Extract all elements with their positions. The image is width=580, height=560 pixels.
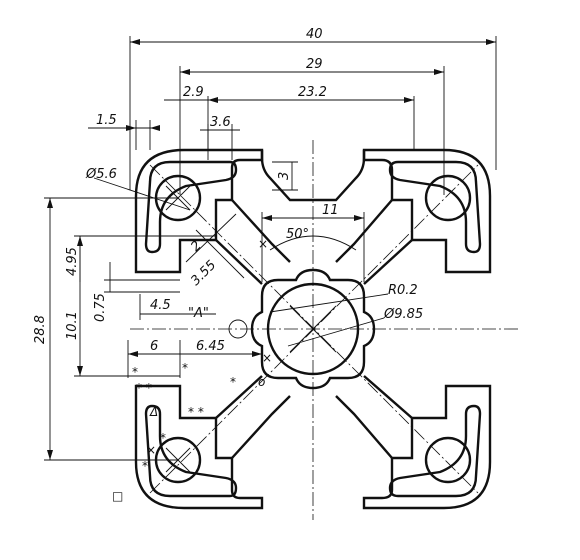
star-mark: * <box>230 375 236 389</box>
dimension-labels: 40 29 23.2 2.9 1.5 3.6 3 11 50° 2 3.55 4… <box>33 27 423 354</box>
dim-slot-half-width: 6.45 <box>196 339 225 354</box>
dim-slot-inset: 2.9 <box>183 85 204 100</box>
dim-core-width: 11 <box>322 203 339 218</box>
double-star-mark: * * <box>188 405 204 419</box>
center-lines <box>130 140 520 520</box>
star-mark: * <box>160 431 166 445</box>
star-mark: * <box>142 459 148 473</box>
dim-slot-height: 10.1 <box>65 311 80 340</box>
dim-corner-hole: Ø5.6 <box>85 167 117 182</box>
dim-fillet: R0.2 <box>388 283 418 298</box>
star-mark: * <box>132 365 138 379</box>
dim-diag-gap: 3.55 <box>188 258 219 289</box>
dim-slot-pitch-inner: 23.2 <box>298 85 327 100</box>
profile-outline <box>134 148 492 510</box>
dim-slot-depth: 4.95 <box>65 247 80 276</box>
dim-slot-pitch: 29 <box>306 57 323 72</box>
corner-hole-top-right <box>424 174 472 222</box>
dim-slot-half-depth: 6 <box>150 339 158 354</box>
dim-lip-height: 0.75 <box>93 293 108 322</box>
corner-hole-bottom-right <box>424 436 472 484</box>
cross-mark: × <box>262 351 272 365</box>
hole-center-marks <box>165 185 337 473</box>
cross-mark: × <box>146 443 156 457</box>
square-mark: □ <box>112 489 123 503</box>
dim-lip-width: 3.6 <box>210 115 231 130</box>
dim-overall-width: 40 <box>306 27 323 42</box>
arrowheads <box>47 39 496 460</box>
dim-core-angle: 50° <box>286 227 309 242</box>
detail-ref-a: "A" <box>188 306 209 321</box>
dim-wall-thickness: 1.5 <box>96 113 117 128</box>
detail-circle-a <box>228 319 248 339</box>
core-hole <box>266 282 360 376</box>
double-star-mark: * * <box>136 381 152 395</box>
dim-overall-height: 28.8 <box>33 315 48 344</box>
dim-slot-base: 4.5 <box>150 298 171 313</box>
dim-core-hole: Ø9.85 <box>383 307 423 322</box>
cross-mark: × <box>258 237 268 251</box>
dimension-lines <box>44 36 497 461</box>
dim-lip-depth: 3 <box>277 172 292 180</box>
triangle-mark: Δ <box>149 405 158 419</box>
circle-mark: o <box>258 375 265 389</box>
star-mark: * <box>182 361 188 375</box>
surface-marks: * * * * * * * * * × × × Δ o □ <box>112 237 272 503</box>
